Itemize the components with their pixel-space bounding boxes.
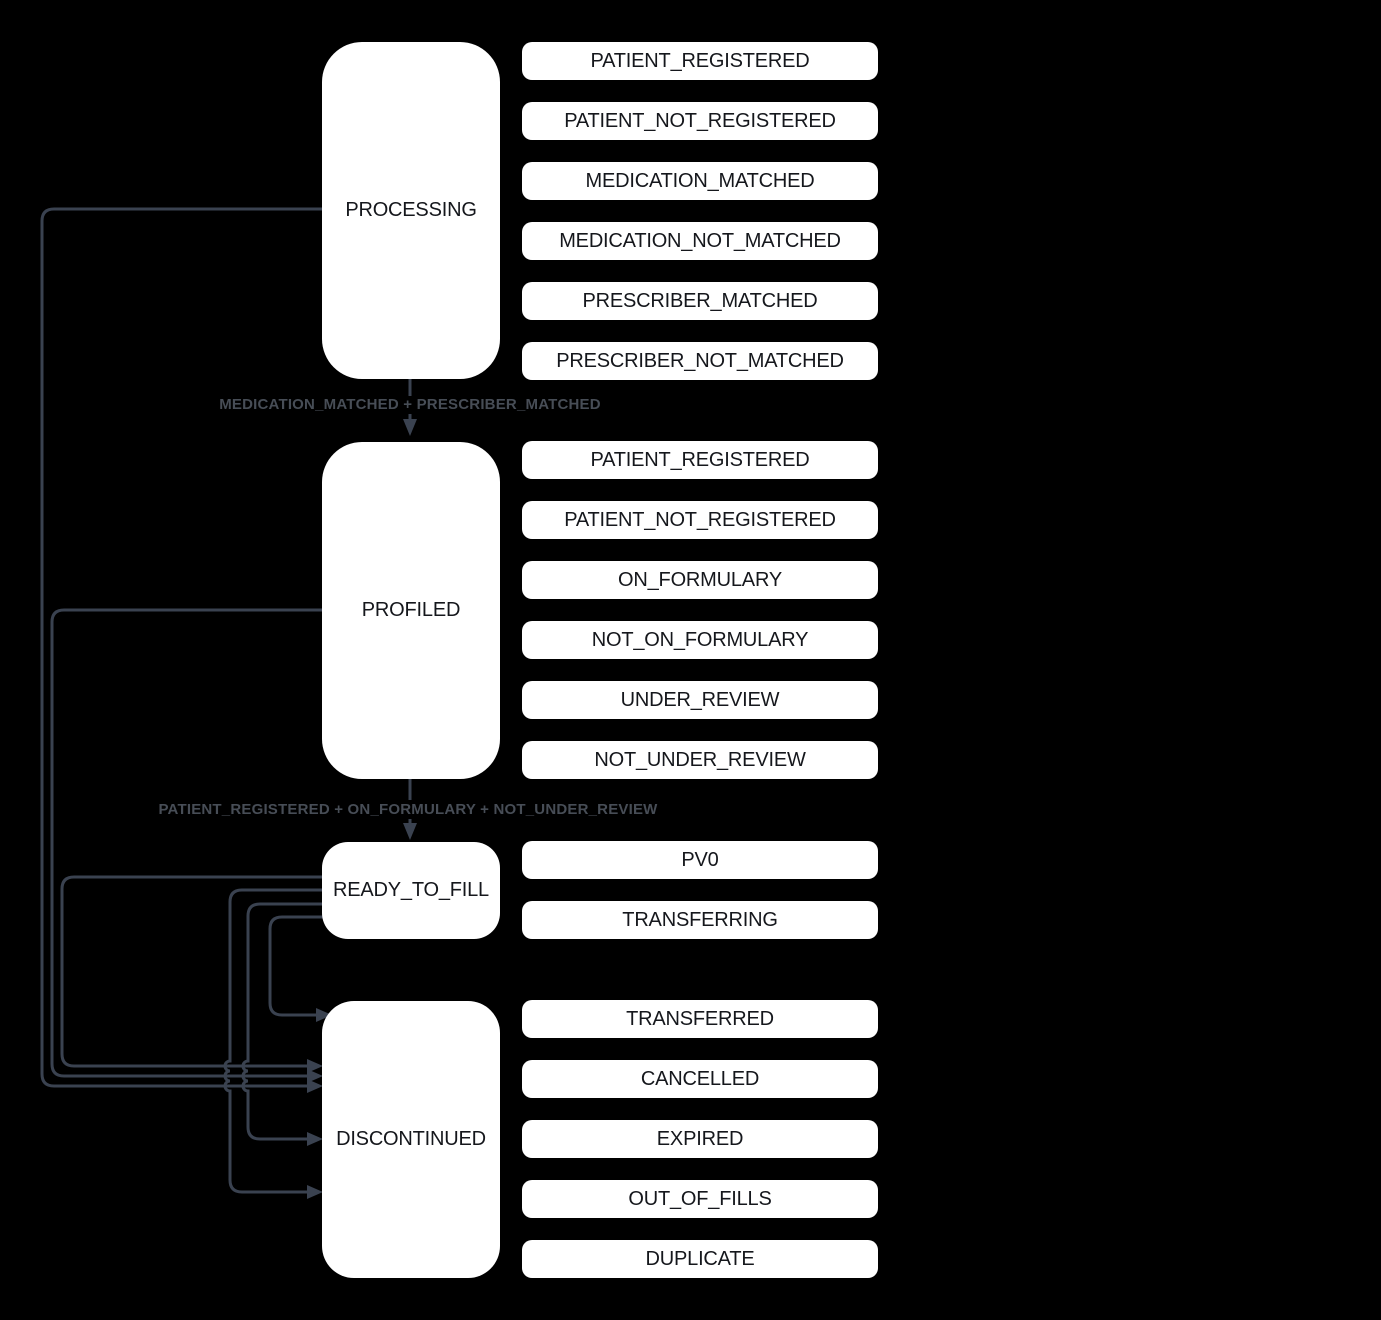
arrowhead-ready-to-discontinued-c (307, 1132, 323, 1146)
state-node-profiled: PROFILED (322, 442, 500, 779)
transition-label-processing-profiled: MEDICATION_MATCHED + PRESCRIBER_MATCHED (219, 396, 601, 413)
event-pill: ON_FORMULARY (522, 561, 878, 599)
connector-ready-to-discontinued-c (241, 902, 330, 1141)
event-pill: MEDICATION_MATCHED (522, 162, 878, 200)
connector-profiled-to-discontinued (50, 608, 330, 1078)
connector-ready-to-discontinued-d (268, 915, 330, 1017)
event-pill: CANCELLED (522, 1060, 878, 1098)
transition-label-profiled-ready: PATIENT_REGISTERED + ON_FORMULARY + NOT_… (158, 801, 658, 818)
state-node-discontinued: DISCONTINUED (322, 1001, 500, 1278)
event-pill: UNDER_REVIEW (522, 681, 878, 719)
arrowhead-ready-to-discontinued-b (307, 1185, 323, 1199)
arrowhead-processing-to-discontinued (307, 1079, 323, 1093)
arrowhead-profiled-to-ready-to-fill (403, 823, 417, 840)
event-pill: OUT_OF_FILLS (522, 1180, 878, 1218)
event-pill: PV0 (522, 841, 878, 879)
state-node-ready-to-fill: READY_TO_FILL (322, 842, 500, 939)
connector-ready-to-discontinued-b (223, 888, 330, 1194)
event-pill: EXPIRED (522, 1120, 878, 1158)
event-pill: PATIENT_REGISTERED (522, 42, 878, 80)
state-node-processing: PROCESSING (322, 42, 500, 379)
state-label: READY_TO_FILL (333, 879, 489, 901)
event-pill: PRESCRIBER_NOT_MATCHED (522, 342, 878, 380)
state-label: PROFILED (361, 599, 461, 621)
event-pill: TRANSFERRING (522, 901, 878, 939)
state-label: PROCESSING (345, 199, 477, 221)
event-pill: DUPLICATE (522, 1240, 878, 1278)
event-pill: PATIENT_REGISTERED (522, 441, 878, 479)
event-pill: NOT_UNDER_REVIEW (522, 741, 878, 779)
event-pill: NOT_ON_FORMULARY (522, 621, 878, 659)
event-pill: MEDICATION_NOT_MATCHED (522, 222, 878, 260)
state-label: DISCONTINUED (336, 1128, 486, 1150)
arrowhead-profiled-to-discontinued (307, 1069, 323, 1083)
arrowhead-ready-to-discontinued-d (316, 1008, 332, 1022)
connector-processing-to-discontinued (40, 207, 330, 1088)
event-pill: PATIENT_NOT_REGISTERED (522, 501, 878, 539)
event-pill: PATIENT_NOT_REGISTERED (522, 102, 878, 140)
event-pill: PRESCRIBER_MATCHED (522, 282, 878, 320)
connector-ready-to-discontinued-a (60, 875, 330, 1068)
arrowhead-ready-to-discontinued-a (307, 1059, 323, 1073)
arrowhead-processing-to-profiled (403, 419, 417, 436)
event-pill: TRANSFERRED (522, 1000, 878, 1038)
